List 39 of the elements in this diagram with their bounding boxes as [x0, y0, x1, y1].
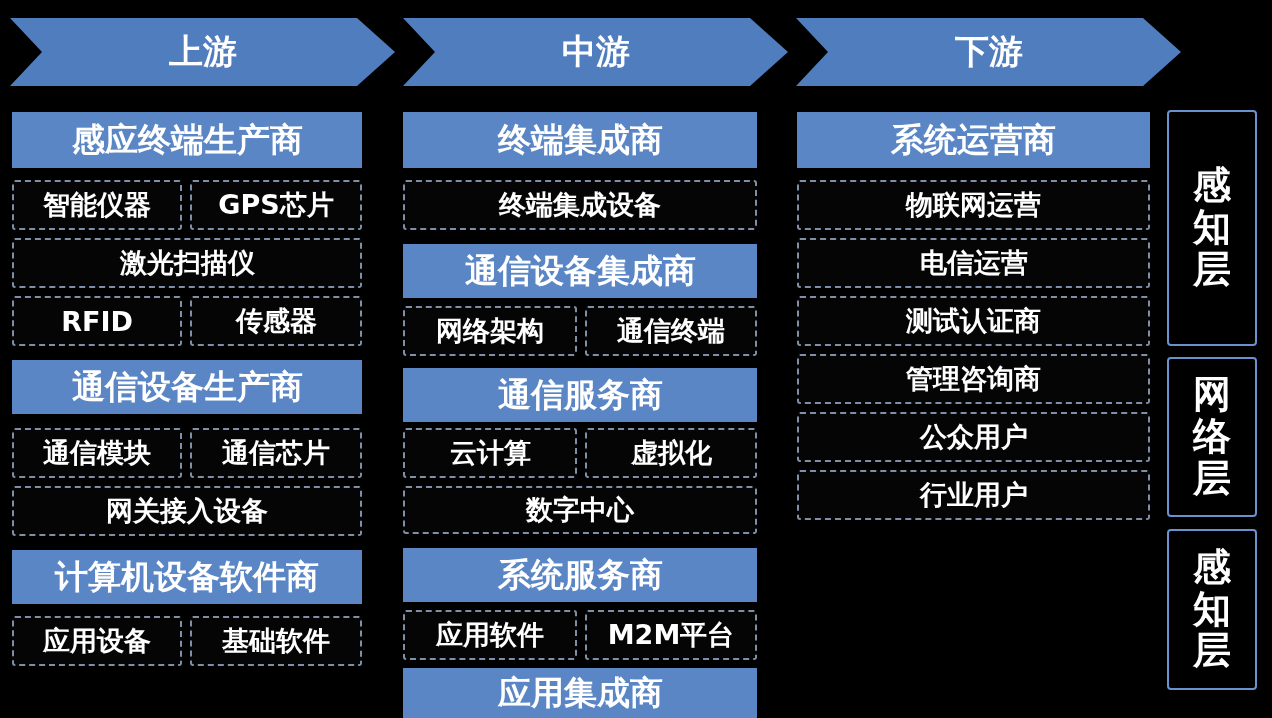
chevron-header: 中游	[403, 18, 788, 86]
product-tag: 终端集成设备	[403, 180, 757, 230]
product-tag: 虚拟化	[585, 428, 757, 478]
product-tag: RFID	[12, 296, 182, 346]
product-tag: 云计算	[403, 428, 577, 478]
category-bar: 通信设备生产商	[12, 360, 362, 414]
product-tag: 通信模块	[12, 428, 182, 478]
product-tag: 基础软件	[190, 616, 362, 666]
product-tag: 电信运营	[797, 238, 1150, 288]
category-bar: 计算机设备软件商	[12, 550, 362, 604]
product-tag: 通信芯片	[190, 428, 362, 478]
product-tag: GPS芯片	[190, 180, 362, 230]
product-tag: 应用设备	[12, 616, 182, 666]
product-tag: 网关接入设备	[12, 486, 362, 536]
product-tag: 行业用户	[797, 470, 1150, 520]
layer-panel: 感知层	[1167, 529, 1257, 690]
product-tag: 智能仪器	[12, 180, 182, 230]
layer-panel: 感知层	[1167, 110, 1257, 346]
category-bar: 系统服务商	[403, 548, 757, 602]
product-tag: 物联网运营	[797, 180, 1150, 230]
category-bar: 感应终端生产商	[12, 112, 362, 168]
category-bar: 通信服务商	[403, 368, 757, 422]
category-bar: 系统运营商	[797, 112, 1150, 168]
product-tag: 应用软件	[403, 610, 577, 660]
product-tag: 通信终端	[585, 306, 757, 356]
product-tag: 管理咨询商	[797, 354, 1150, 404]
product-tag: 激光扫描仪	[12, 238, 362, 288]
product-tag: 公众用户	[797, 412, 1150, 462]
product-tag: 传感器	[190, 296, 362, 346]
category-bar: 通信设备集成商	[403, 244, 757, 298]
chevron-header: 上游	[10, 18, 395, 86]
chevron-header: 下游	[796, 18, 1181, 86]
category-bar: 应用集成商	[403, 668, 757, 718]
product-tag: 数字中心	[403, 486, 757, 534]
category-bar: 终端集成商	[403, 112, 757, 168]
product-tag: 测试认证商	[797, 296, 1150, 346]
product-tag: M2M平台	[585, 610, 757, 660]
layer-panel: 网络层	[1167, 357, 1257, 517]
product-tag: 网络架构	[403, 306, 577, 356]
